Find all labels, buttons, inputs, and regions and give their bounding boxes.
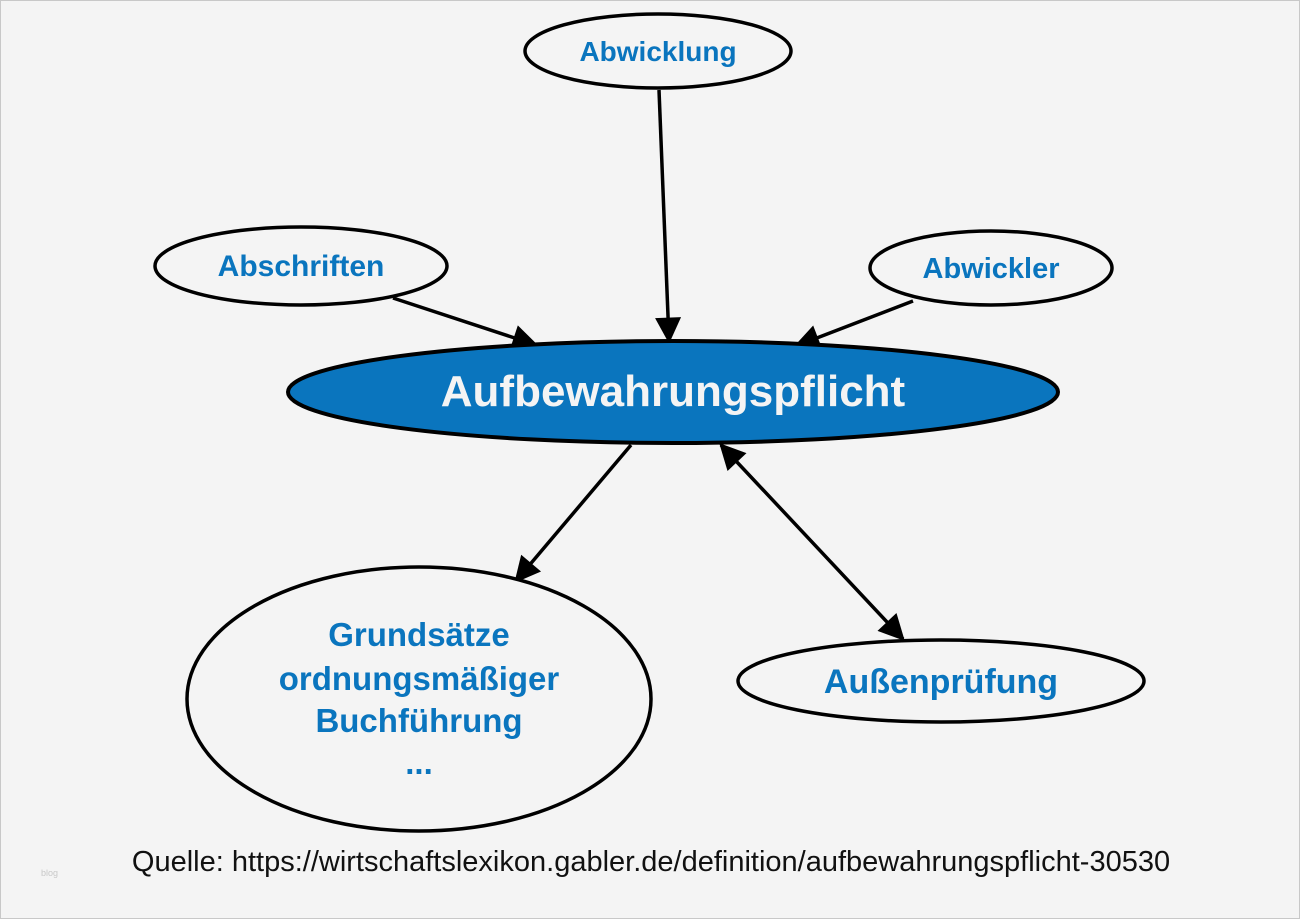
- source-caption: Quelle: https://wirtschaftslexikon.gable…: [131, 846, 1171, 878]
- node-aufbewahrungspflicht[interactable]: Aufbewahrungspflicht: [286, 339, 1060, 445]
- node-aussenpruefung-label: Außenprüfung: [824, 663, 1058, 701]
- edge-aussenpruefung: [719, 443, 905, 641]
- node-abwicklung[interactable]: Abwicklung: [523, 12, 793, 90]
- node-grundsaetze-line-3: Buchführung: [315, 702, 522, 739]
- node-grundsaetze-line-4: ...: [405, 744, 433, 781]
- node-abschriften[interactable]: Abschriften: [153, 225, 449, 307]
- node-aussenpruefung[interactable]: Außenprüfung: [736, 638, 1146, 724]
- node-abschriften-label: Abschriften: [218, 250, 385, 283]
- node-grundsaetze-line-2: ordnungsmäßiger: [279, 660, 560, 697]
- edge-abwickler: [793, 299, 914, 350]
- edge-abschriften: [392, 296, 539, 351]
- node-grundsaetze[interactable]: Grundsätze ordnungsmäßiger Buchführung .…: [185, 565, 653, 833]
- node-abwickler-label: Abwickler: [923, 253, 1060, 285]
- edge-abwicklung: [655, 89, 682, 344]
- edge-grundsaetze: [514, 443, 633, 583]
- node-aufbewahrungspflicht-label: Aufbewahrungspflicht: [441, 367, 906, 416]
- node-abwickler[interactable]: Abwickler: [868, 229, 1114, 307]
- node-grundsaetze-line-1: Grundsätze: [328, 616, 510, 653]
- node-abwicklung-label: Abwicklung: [579, 36, 736, 67]
- watermark: blog: [41, 868, 59, 878]
